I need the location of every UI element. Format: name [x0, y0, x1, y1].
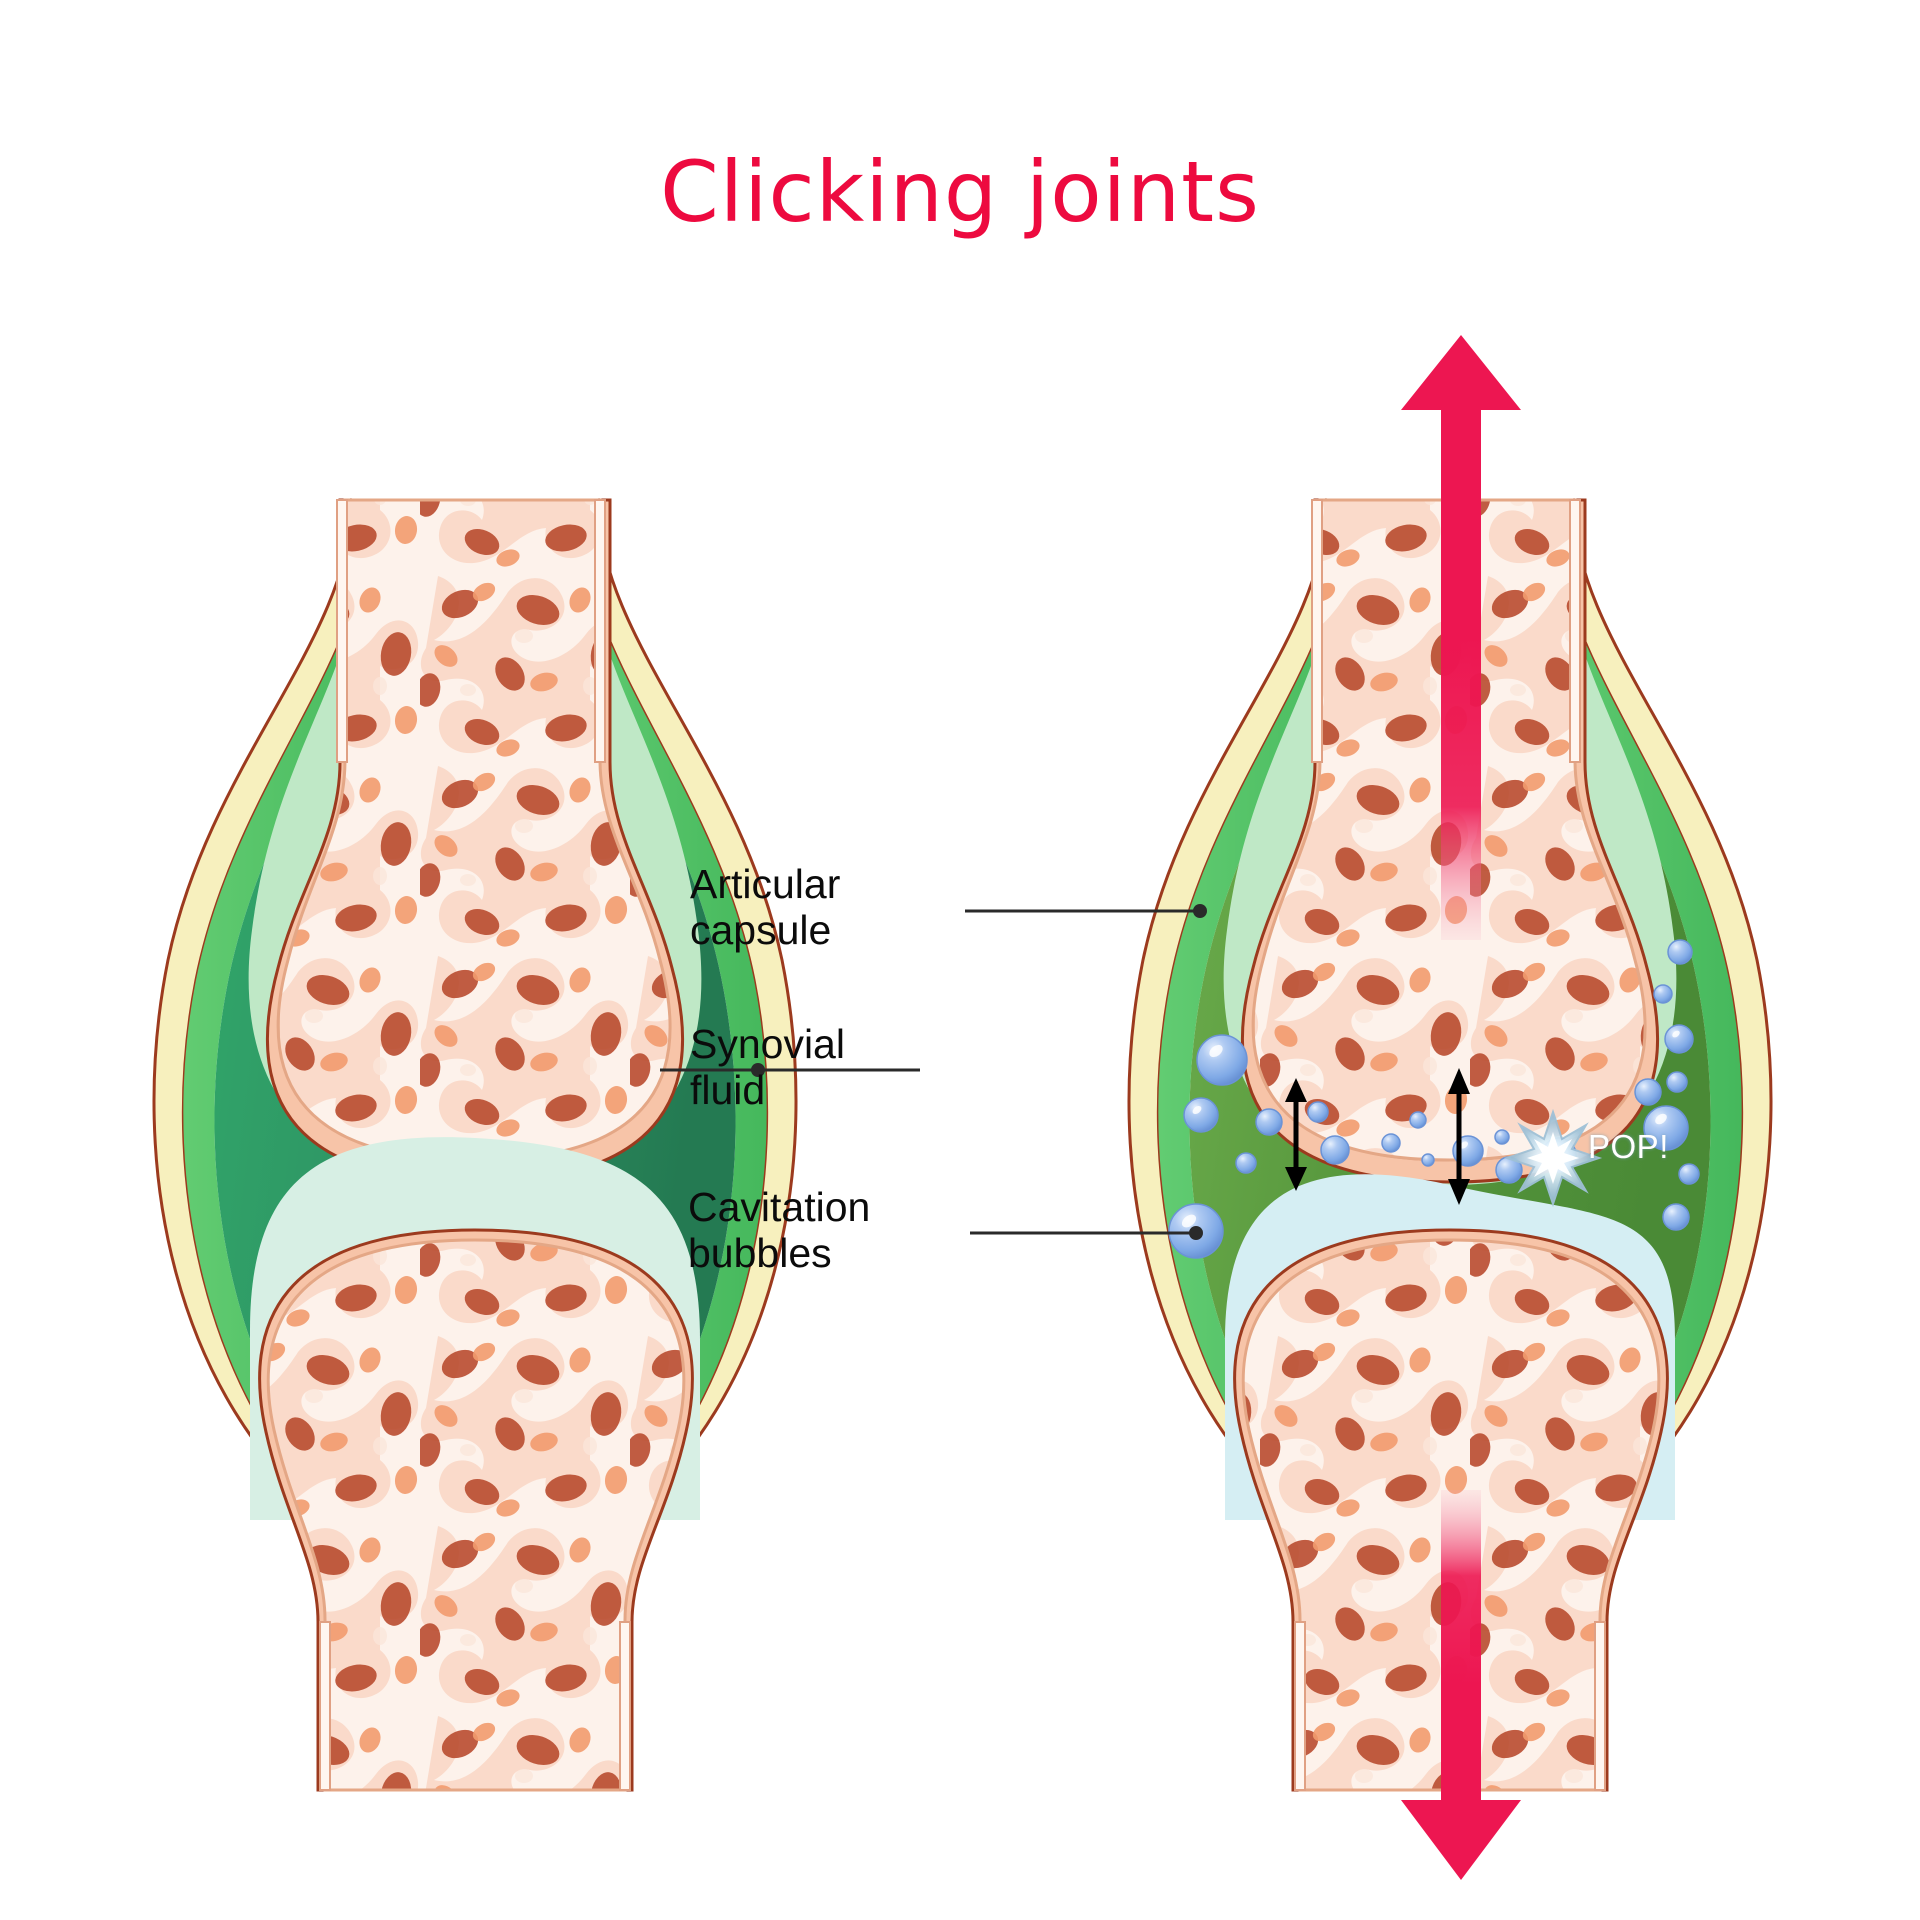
- bubble: [1196, 1034, 1248, 1086]
- bubble: [1183, 1097, 1219, 1133]
- bubble: [1667, 939, 1693, 965]
- bubble: [1643, 1105, 1689, 1151]
- bubble: [1678, 1163, 1700, 1185]
- joint-gap-arrow-right: [1448, 1068, 1470, 1205]
- bubble: [1235, 1152, 1257, 1174]
- bubble: [1255, 1108, 1283, 1136]
- left-joint-panel: [152, 498, 798, 1792]
- bubble: [1320, 1135, 1350, 1165]
- right-synovial-membrane: [1158, 505, 1367, 1790]
- joint-gap-arrow-left: [1285, 1078, 1307, 1191]
- leader-synovial-left-dot: [690, 1063, 765, 1077]
- left-synovial-membrane: [183, 505, 392, 1790]
- bubble: [1494, 1129, 1510, 1145]
- label-articular-capsule: Articular capsule: [690, 861, 841, 953]
- bubble-burst-star: [1503, 1108, 1603, 1208]
- pop-text: POP!: [1588, 1128, 1669, 1165]
- bubble: [1664, 1024, 1694, 1054]
- bubble: [1662, 1203, 1690, 1231]
- bubble: [1381, 1133, 1401, 1153]
- bubble: [1634, 1078, 1662, 1106]
- label-synovial-fluid: Synovial fluid: [690, 1021, 845, 1113]
- right-joint-panel: [660, 335, 1773, 1880]
- bubble: [1421, 1153, 1435, 1167]
- bubble: [1666, 1071, 1688, 1093]
- traction-arrow-up: [1401, 335, 1521, 940]
- bubble: [1653, 984, 1673, 1004]
- bubble: [1307, 1101, 1329, 1123]
- page-title: Clicking joints: [660, 143, 1260, 241]
- traction-arrow-down: [1401, 1490, 1521, 1880]
- label-cavitation-bubbles: Cavitation bubbles: [688, 1184, 871, 1276]
- bubble: [1409, 1111, 1427, 1129]
